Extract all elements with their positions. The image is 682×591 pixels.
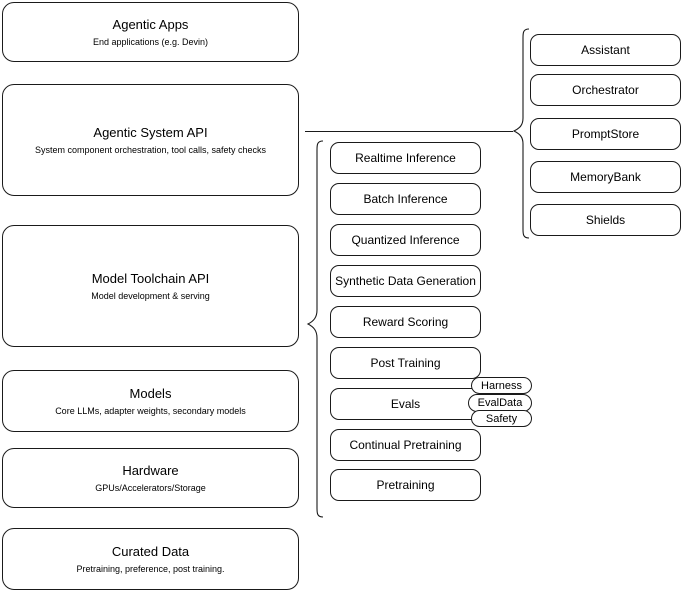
brace-system-components [512,28,530,239]
component-label: Realtime Inference [355,151,456,165]
eval-badge-harness[interactable]: Harness [471,377,532,394]
toolchain-component-pretraining[interactable]: Pretraining [330,469,481,501]
layer-title: Models [129,385,172,401]
component-label: Quantized Inference [351,233,460,247]
toolchain-component-synthetic-data-generation[interactable]: Synthetic Data Generation [330,265,481,297]
layer-subtitle: System component orchestration, tool cal… [34,144,267,155]
eval-badge-safety[interactable]: Safety [471,410,532,427]
badge-label: Safety [485,412,518,425]
component-label: MemoryBank [570,170,641,184]
layer-subtitle: Model development & serving [91,290,210,301]
layer-title: Model Toolchain API [91,270,210,286]
brace-toolchain [306,140,324,518]
toolchain-component-post-training[interactable]: Post Training [330,347,481,379]
layer-title: Hardware [122,462,179,478]
component-label: Orchestrator [572,83,639,97]
layer-subtitle: Pretraining, preference, post training. [76,563,225,574]
toolchain-component-realtime-inference[interactable]: Realtime Inference [330,142,481,174]
stack-layer-agentic-system-api[interactable]: Agentic System API System component orch… [2,84,299,196]
system-component-orchestrator[interactable]: Orchestrator [530,74,681,106]
component-label: Shields [585,213,626,227]
stack-layer-agentic-apps[interactable]: Agentic Apps End applications (e.g. Devi… [2,2,299,62]
component-label: PromptStore [571,127,640,141]
stack-layer-curated-data[interactable]: Curated Data Pretraining, preference, po… [2,528,299,590]
badge-label: EvalData [477,397,523,409]
toolchain-component-continual-pretraining[interactable]: Continual Pretraining [330,429,481,461]
layer-title: Agentic System API [93,124,208,140]
stack-layer-model-toolchain-api[interactable]: Model Toolchain API Model development & … [2,225,299,347]
toolchain-component-batch-inference[interactable]: Batch Inference [330,183,481,215]
component-label: Pretraining [376,478,435,492]
component-label: Continual Pretraining [349,438,462,452]
component-label: Assistant [581,43,630,57]
toolchain-component-quantized-inference[interactable]: Quantized Inference [330,224,481,256]
layer-title: Curated Data [111,543,190,559]
badge-label: Harness [481,379,522,392]
component-label: Synthetic Data Generation [335,274,476,288]
system-component-promptstore[interactable]: PromptStore [530,118,681,150]
component-label: Evals [390,397,421,411]
stack-layer-hardware[interactable]: Hardware GPUs/Accelerators/Storage [2,448,299,508]
system-component-shields[interactable]: Shields [530,204,681,236]
toolchain-component-evals[interactable]: Evals [330,388,481,420]
layer-subtitle: End applications (e.g. Devin) [92,36,209,47]
component-label: Reward Scoring [362,315,449,329]
component-label: Batch Inference [363,192,448,206]
toolchain-component-reward-scoring[interactable]: Reward Scoring [330,306,481,338]
connector-system-api-to-components [305,131,513,132]
layer-subtitle: Core LLMs, adapter weights, secondary mo… [55,405,246,416]
layer-title: Agentic Apps [112,16,189,32]
layer-subtitle: GPUs/Accelerators/Storage [95,482,206,493]
system-component-assistant[interactable]: Assistant [530,34,681,66]
stack-layer-models[interactable]: Models Core LLMs, adapter weights, secon… [2,370,299,432]
component-label: Post Training [370,356,441,370]
system-component-memorybank[interactable]: MemoryBank [530,161,681,193]
